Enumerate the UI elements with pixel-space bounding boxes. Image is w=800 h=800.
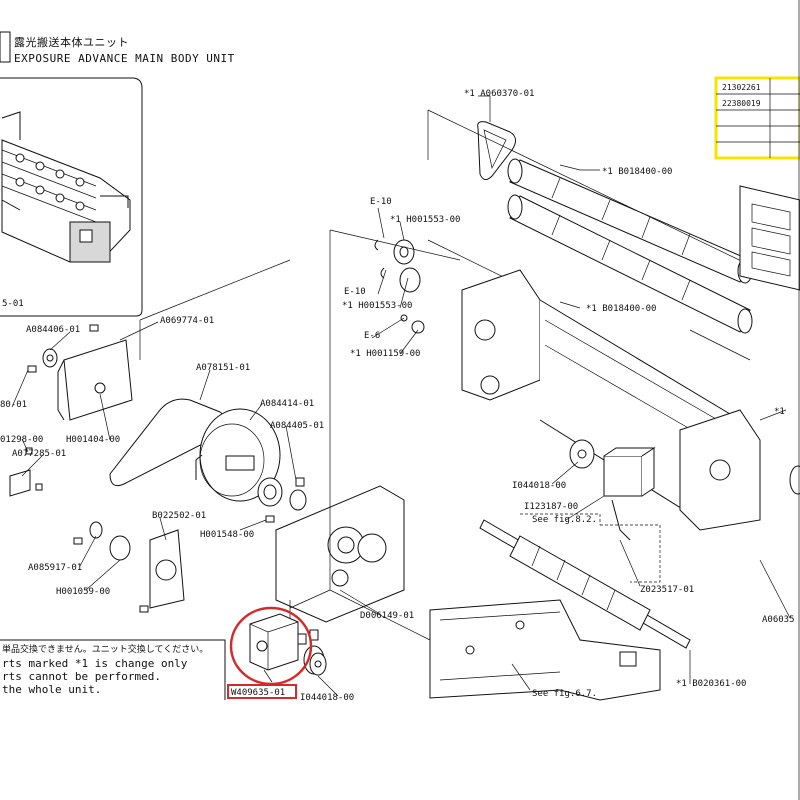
label-a078151: A078151-01: [196, 363, 250, 373]
label-a077285: A077285-01: [12, 449, 66, 459]
large-pulley: [195, 408, 281, 502]
motor-right: [603, 447, 656, 541]
table-highlight-frame: [714, 76, 800, 160]
long-roller: [479, 519, 691, 649]
main-frame: [461, 269, 761, 531]
label-h001404: H001404-00: [66, 435, 120, 445]
header-title-en: EXPOSURE ADVANCE MAIN BODY UNIT: [14, 52, 235, 65]
label-h001159: *1 H001159-00: [350, 349, 420, 359]
note-line-3: the whole unit.: [2, 683, 101, 696]
label-see-fig-6-7: See fig.6.7.: [532, 689, 597, 699]
label-h001553-mid: *1 H001553-00: [342, 301, 412, 311]
note-box: 単品交換できません。ユニット交換してください。 rts marked *1 is…: [0, 639, 226, 700]
label-a084414: A084414-01: [260, 399, 314, 409]
leader-lines: [11, 95, 791, 697]
label-e10-mid: E-10: [344, 287, 366, 297]
inset-overview: 5-01: [0, 77, 143, 317]
label-b018400-top: *1 B018400-00: [602, 167, 672, 177]
label-e6: E-6: [364, 331, 380, 341]
label-b018400-mid: *1 B018400-00: [586, 304, 656, 314]
table-cell: 22380019: [722, 99, 761, 108]
roller-top: [507, 158, 753, 284]
note-line-2: rts cannot be performed.: [2, 670, 161, 683]
label-i044018-right: I044018-00: [512, 481, 566, 491]
label-d006149: D006149-01: [360, 611, 414, 621]
stepper-motor: [249, 613, 307, 671]
upper-right-assembly: [374, 109, 800, 701]
label-a084405: A084405-01: [270, 421, 324, 431]
label-h001548: H001548-00: [200, 530, 254, 540]
label-a06035: A06035: [762, 615, 795, 625]
roller-middle: [507, 194, 753, 334]
label-a069774: A069774-01: [160, 316, 214, 326]
label-01298: 01298-00: [0, 435, 43, 445]
inset-machine-drawing: [1, 111, 131, 263]
label-i123187: I123187-00: [524, 502, 578, 512]
label-b022502: B022502-01: [152, 511, 206, 521]
label-right-star: *1: [774, 407, 785, 417]
label-b020361: *1 B020361-00: [676, 679, 746, 689]
label-a060370: *1 A060370-01: [464, 89, 534, 99]
side-panel: [739, 185, 800, 291]
table-cell: 21302261: [722, 83, 761, 92]
highlight-box: [227, 684, 297, 699]
label-h001059: H001059-00: [56, 587, 110, 597]
left-assembly: [9, 229, 461, 676]
part-labels: *1 A060370-01 *1 B018400-00 E-10 *1 H001…: [0, 89, 795, 703]
header-box: [0, 31, 11, 63]
label-z023517: Z023517-01: [640, 585, 694, 595]
inset-part-label: 5-01: [2, 299, 24, 309]
part-table: 21302261 22380019: [714, 76, 800, 160]
highlight-part-number: W409635-01: [231, 688, 285, 698]
label-i044018-bottom: I044018-00: [300, 693, 354, 703]
lower-plate: [429, 599, 661, 701]
label-see-fig-8-2: See fig.8.2.: [532, 515, 597, 525]
label-e10-top: E-10: [370, 197, 392, 207]
label-80: 80-01: [0, 400, 27, 410]
label-h001553-top: *1 H001553-00: [390, 215, 460, 225]
label-a084406: A084406-01: [26, 325, 80, 335]
motor-housing: [275, 485, 405, 623]
note-line-1: rts marked *1 is change only: [2, 657, 188, 670]
header-title-jp: 露光搬送本体ユニット: [14, 35, 129, 49]
label-a085917: A085917-01: [28, 563, 82, 573]
note-jp: 単品交換できません。ユニット交換してください。: [2, 643, 208, 655]
